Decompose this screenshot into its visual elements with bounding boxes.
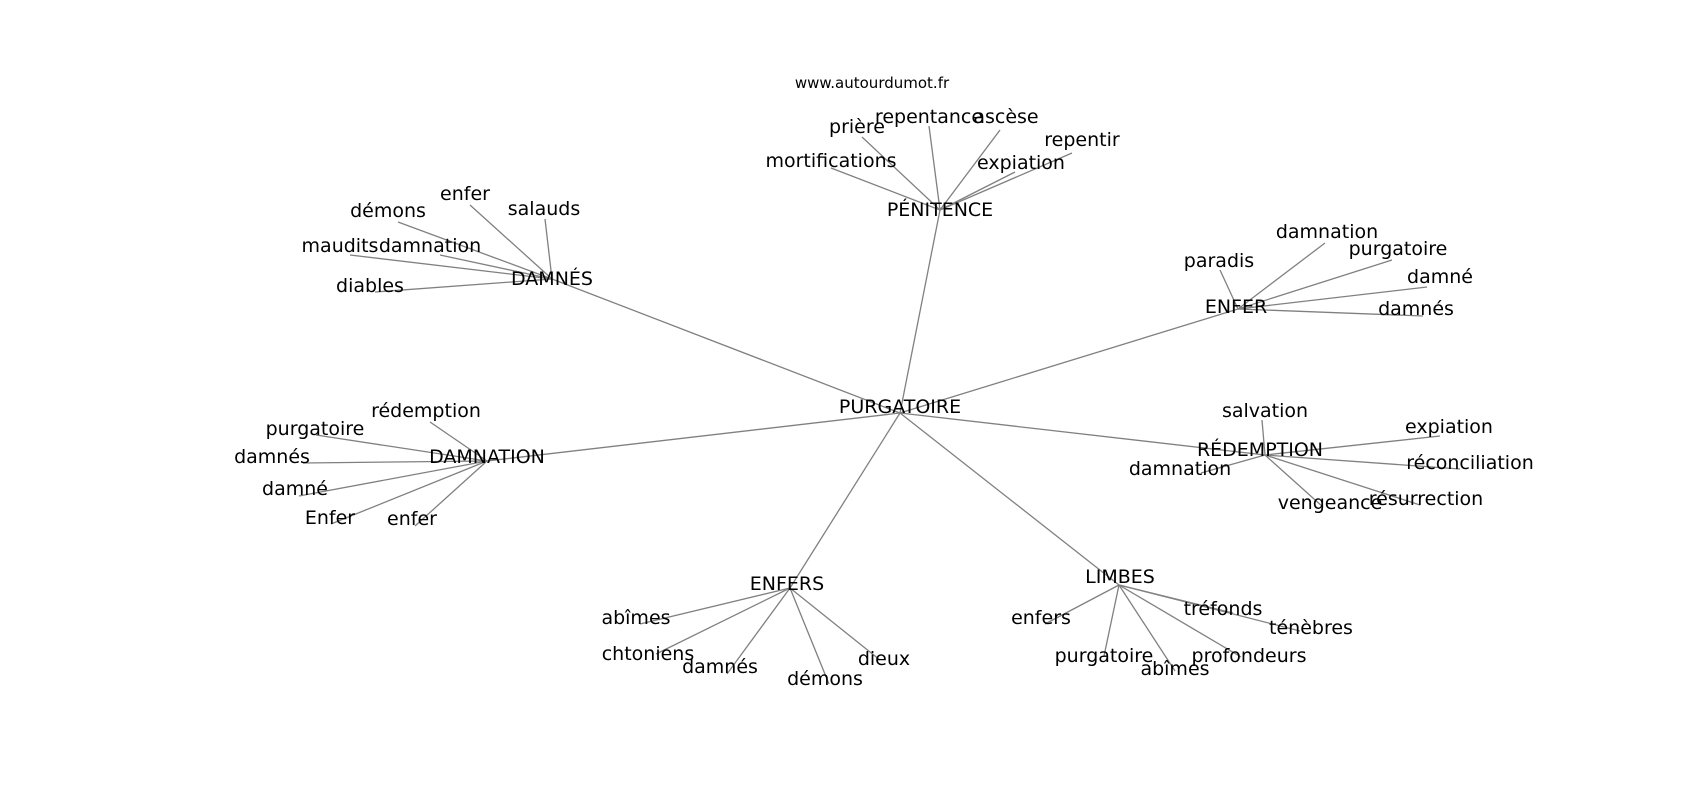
edge-limbes-leaf <box>1118 584 1301 632</box>
edge-damnation-leaf <box>315 434 488 462</box>
edge-damnes-leaf <box>349 254 553 280</box>
hub-node-enfer: ENFER <box>1205 296 1267 318</box>
edge-center-enfer <box>899 308 1239 414</box>
edge-penitence-leaf <box>928 125 941 211</box>
leaf-node-redemption: salvation <box>1222 400 1308 422</box>
leaf-node-enfers: abîmes <box>601 607 670 629</box>
leaf-node-damnation: purgatoire <box>266 418 365 440</box>
hub-node-damnation: DAMNATION <box>429 446 545 468</box>
leaf-node-enfers: démons <box>787 668 863 690</box>
leaf-node-enfers: damnés <box>682 656 758 678</box>
edge-penitence-leaf <box>830 167 941 211</box>
edge-damnes-leaf <box>374 278 553 293</box>
center-node: PURGATOIRE <box>839 396 961 418</box>
edge-damnation-leaf <box>429 421 488 462</box>
leaf-node-penitence: prière <box>829 116 885 138</box>
edge-damnation-leaf <box>330 460 488 525</box>
leaf-node-enfer: damné <box>1407 266 1473 288</box>
leaf-node-penitence: repentance <box>875 106 983 128</box>
leaf-node-damnation: damné <box>262 478 328 500</box>
edge-penitence-leaf <box>939 152 1073 211</box>
leaf-node-damnation: Enfer <box>305 507 355 529</box>
leaf-node-damnation: damnés <box>234 446 310 468</box>
graph-edges <box>298 125 1461 685</box>
leaf-node-penitence: expiation <box>977 152 1065 174</box>
edge-damnation-leaf <box>302 460 488 464</box>
leaf-node-redemption: réconciliation <box>1406 452 1534 474</box>
edge-enfers-leaf <box>726 587 791 675</box>
leaf-node-damnation: enfer <box>387 508 437 530</box>
edge-penitence-leaf <box>861 136 941 211</box>
leaf-node-limbes: purgatoire <box>1055 645 1154 667</box>
edge-enfers-leaf <box>655 587 791 655</box>
hub-node-limbes: LIMBES <box>1085 566 1155 588</box>
hub-node-enfers: ENFERS <box>750 573 824 595</box>
leaf-node-limbes: abîmes <box>1140 658 1209 680</box>
edge-enfers-leaf <box>789 587 881 661</box>
edge-damnes-leaf <box>469 204 553 280</box>
leaf-node-penitence: ascèse <box>973 106 1038 128</box>
leaf-node-damnes: diables <box>336 275 404 297</box>
edge-limbes-leaf <box>1118 584 1176 672</box>
edge-enfers-leaf <box>639 587 791 625</box>
edge-damnation-leaf <box>298 460 488 497</box>
edge-redemption-leaf <box>1264 454 1324 508</box>
edge-center-penitence <box>899 209 941 414</box>
edge-limbes-leaf <box>1044 584 1120 625</box>
edge-center-damnation <box>486 412 901 462</box>
leaf-node-enfer: purgatoire <box>1349 238 1448 260</box>
edge-limbes-leaf <box>1118 584 1242 658</box>
edge-enfer-leaf <box>1237 259 1393 310</box>
edge-damnes-leaf <box>397 221 553 280</box>
edge-center-redemption <box>899 412 1266 456</box>
leaf-node-enfer: damnation <box>1276 221 1378 243</box>
leaf-node-damnes: démons <box>350 200 426 222</box>
edge-center-enfers <box>789 412 901 589</box>
edge-enfer-leaf <box>1219 269 1239 310</box>
edge-damnes-leaf <box>439 254 553 280</box>
leaf-node-redemption: expiation <box>1405 416 1493 438</box>
leaf-node-redemption: résurrection <box>1369 488 1483 510</box>
leaf-node-damnes: enfer <box>440 183 490 205</box>
leaf-node-limbes: tréfonds <box>1184 598 1263 620</box>
leaf-node-damnes: salauds <box>508 198 580 220</box>
leaf-node-enfers: dieux <box>858 648 910 670</box>
hub-node-damnes: DAMNÉS <box>511 267 593 290</box>
edge-enfer-leaf <box>1237 286 1428 310</box>
edge-damnation-leaf <box>414 460 488 527</box>
edge-redemption-leaf <box>1264 454 1421 506</box>
edge-damnes-leaf <box>544 218 553 280</box>
edge-enfer-leaf <box>1237 242 1326 310</box>
edge-redemption-leaf <box>1264 454 1461 470</box>
leaf-node-damnation: rédemption <box>371 400 481 422</box>
leaf-node-penitence: mortifications <box>765 150 896 172</box>
edge-center-damnes <box>551 278 901 414</box>
leaf-node-enfer: damnés <box>1378 298 1454 320</box>
leaf-node-damnes: damnation <box>379 235 481 257</box>
edge-center-limbes <box>899 412 1120 586</box>
leaf-node-limbes: profondeurs <box>1192 645 1307 667</box>
edge-redemption-leaf <box>1261 419 1266 456</box>
leaf-node-damnes: maudits <box>302 235 379 257</box>
edge-limbes-leaf <box>1103 584 1120 657</box>
edge-penitence-leaf <box>939 129 1001 211</box>
leaf-node-limbes: enfers <box>1011 607 1071 629</box>
leaf-node-penitence: repentir <box>1044 129 1120 151</box>
edge-enfer-leaf <box>1237 308 1424 317</box>
leaf-node-redemption: damnation <box>1129 458 1231 480</box>
source-url[interactable]: www.autourdumot.fr <box>795 74 950 92</box>
edge-redemption-leaf <box>1200 454 1266 474</box>
edge-penitence-leaf <box>939 171 1016 211</box>
leaf-node-limbes: ténèbres <box>1269 617 1353 639</box>
leaf-node-enfers: chtoniens <box>602 643 695 665</box>
leaf-node-redemption: vengeance <box>1278 492 1383 514</box>
edge-redemption-leaf <box>1264 435 1441 456</box>
leaf-node-enfer: paradis <box>1184 250 1254 272</box>
hub-node-penitence: PÉNITENCE <box>887 198 993 221</box>
edge-enfers-leaf <box>789 587 830 685</box>
hub-node-redemption: RÉDEMPTION <box>1197 438 1323 461</box>
